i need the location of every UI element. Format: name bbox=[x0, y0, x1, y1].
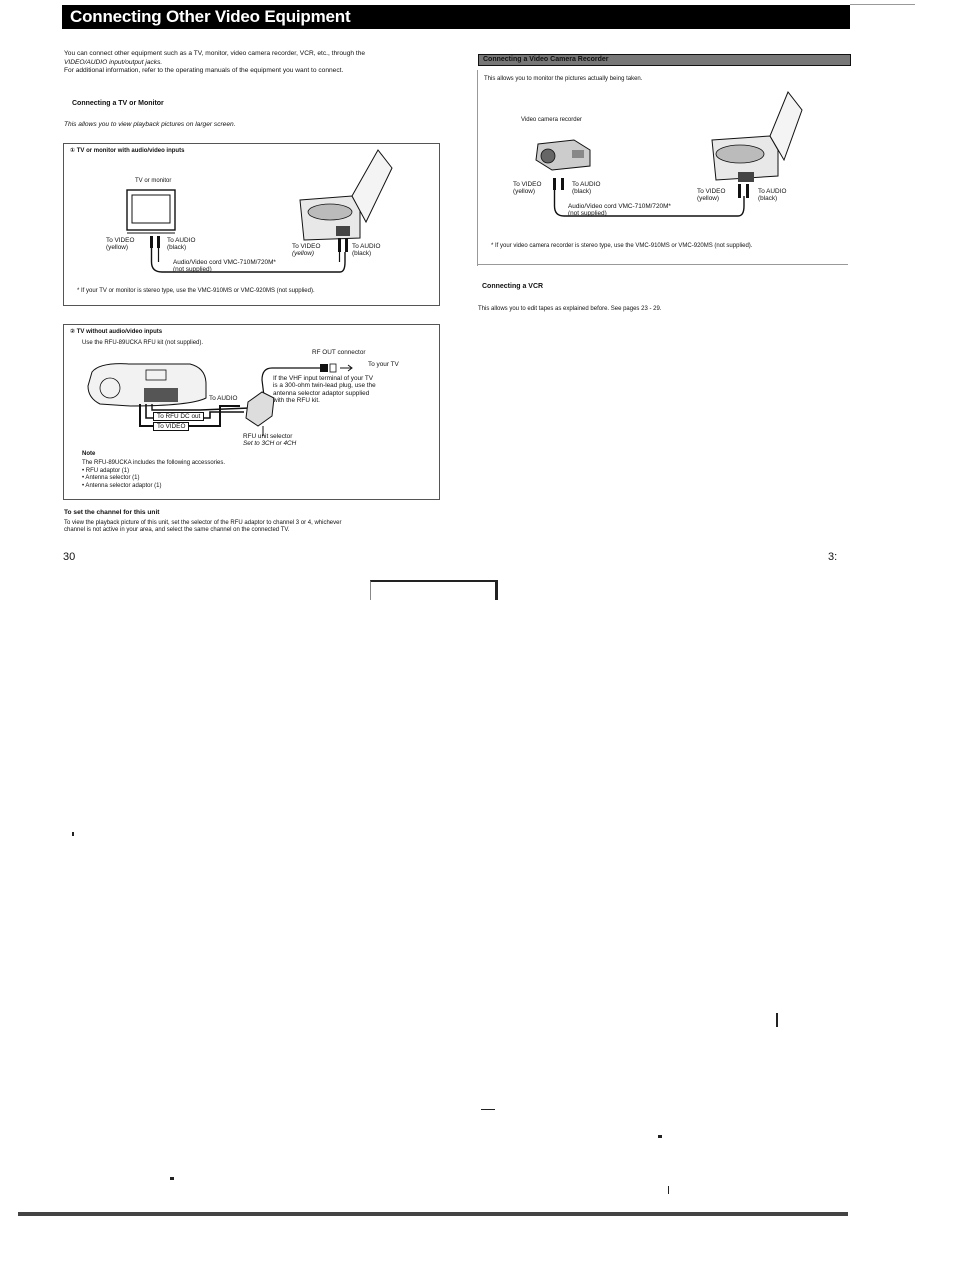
camera-left-video: To VIDEO (yellow) bbox=[513, 181, 542, 196]
scan-speck bbox=[481, 1109, 495, 1110]
intro-line-2: VIDEO/AUDIO input/output jacks. bbox=[64, 58, 163, 66]
camera-footnote: * If your video camera recorder is stere… bbox=[491, 243, 753, 249]
right-box-bottom-border bbox=[478, 264, 848, 265]
intro-line-3: For additional information, refer to the… bbox=[64, 67, 344, 75]
scan-artifact-bottom-bar bbox=[18, 1212, 848, 1216]
box-tv-with-inputs bbox=[63, 143, 440, 306]
camera-description: This allows you to monitor the pictures … bbox=[484, 76, 643, 82]
page-title: Connecting Other Video Equipment bbox=[62, 5, 850, 29]
right-header-bar: Connecting a Video Camera Recorder bbox=[478, 54, 851, 66]
left-plugs bbox=[150, 236, 346, 273]
tv-section-description: This allows you to view playback picture… bbox=[64, 121, 236, 128]
right-header-text: Connecting a Video Camera Recorder bbox=[483, 56, 609, 63]
box1-left-video: To VIDEO (yellow) bbox=[106, 237, 135, 252]
rfu-to-video: To VIDEO bbox=[153, 422, 190, 432]
scan-speck bbox=[170, 1177, 174, 1180]
intro-text: You can connect other equipment such as … bbox=[64, 50, 444, 76]
device-illustration bbox=[299, 149, 393, 262]
camera-cables bbox=[553, 178, 749, 217]
to-your-tv-label: To your TV bbox=[368, 361, 399, 368]
scan-artifact-bracket bbox=[370, 580, 498, 600]
rfu-device-illustration bbox=[87, 363, 207, 407]
scan-speck bbox=[668, 1186, 669, 1194]
tv-illustration bbox=[126, 189, 176, 234]
rfu-cables bbox=[139, 363, 353, 427]
box1-right-video: To VIDEO (yellow) bbox=[292, 243, 321, 258]
right-device-illustration bbox=[711, 91, 803, 182]
vcr-heading: Connecting a VCR bbox=[482, 283, 544, 290]
right-box-left-border bbox=[477, 70, 478, 266]
box1-right-audio: To AUDIO (black) bbox=[352, 243, 381, 258]
scan-speck bbox=[72, 832, 74, 836]
camera-left-audio: To AUDIO (black) bbox=[572, 181, 601, 196]
scan-speck bbox=[776, 1013, 778, 1027]
rfu-to-audio: To AUDIO bbox=[209, 395, 238, 402]
channel-text: To view the playback picture of this uni… bbox=[64, 520, 342, 534]
rfu-to-dc-out: To RFU DC out bbox=[153, 412, 205, 422]
accessory-list: • RFU adaptor (1) • Antenna selector (1)… bbox=[82, 468, 161, 490]
box-tv-without-inputs bbox=[63, 324, 440, 500]
scan-speck bbox=[658, 1135, 662, 1138]
camera-right-audio: To AUDIO (black) bbox=[758, 188, 787, 203]
rfu-selector: RFU unit selector Set to 3CH or 4CH bbox=[243, 433, 297, 448]
tv-label: TV or monitor bbox=[135, 178, 172, 184]
list-item: • RFU adaptor (1) bbox=[82, 468, 130, 474]
camera-label: Video camera recorder bbox=[521, 117, 582, 123]
list-item: • Antenna selector adaptor (1) bbox=[82, 482, 162, 489]
rf-out-label: RF OUT connector bbox=[312, 349, 366, 356]
camera-right-video: To VIDEO (yellow) bbox=[697, 188, 726, 203]
box1-footnote: * If your TV or monitor is stereo type, … bbox=[77, 288, 315, 294]
vcr-text: This allows you to edit tapes as explain… bbox=[478, 306, 662, 312]
box1-heading: ① TV or monitor with audio/video inputs bbox=[70, 148, 185, 154]
note-text: The RFU-89UCKA includes the following ac… bbox=[82, 460, 226, 466]
rfu-adaptor-illustration bbox=[245, 391, 275, 436]
note-title: Note bbox=[82, 451, 96, 457]
channel-heading: To set the channel for this unit bbox=[64, 509, 160, 516]
header-rule bbox=[850, 4, 915, 5]
camera-cord: Audio/Video cord VMC-710M/720M* (not sup… bbox=[568, 203, 671, 218]
vhf-note: If the VHF input terminal of your TV is … bbox=[273, 375, 376, 405]
box1-cord: Audio/Video cord VMC-710M/720M* (not sup… bbox=[173, 259, 276, 274]
left-page-number: 30 bbox=[63, 551, 76, 563]
box1-left-audio: To AUDIO (black) bbox=[167, 237, 196, 252]
list-item: • Antenna selector (1) bbox=[82, 475, 140, 482]
right-page-number: 3: bbox=[828, 551, 838, 563]
box2-heading: ② TV without audio/video inputs bbox=[70, 329, 163, 335]
tv-section-heading: Connecting a TV or Monitor bbox=[72, 100, 164, 107]
intro-line-1: You can connect other equipment such as … bbox=[64, 50, 366, 57]
camera-illustration bbox=[535, 139, 591, 171]
box2-subheading: Use the RFU-89UCKA RFU kit (not supplied… bbox=[82, 340, 204, 346]
